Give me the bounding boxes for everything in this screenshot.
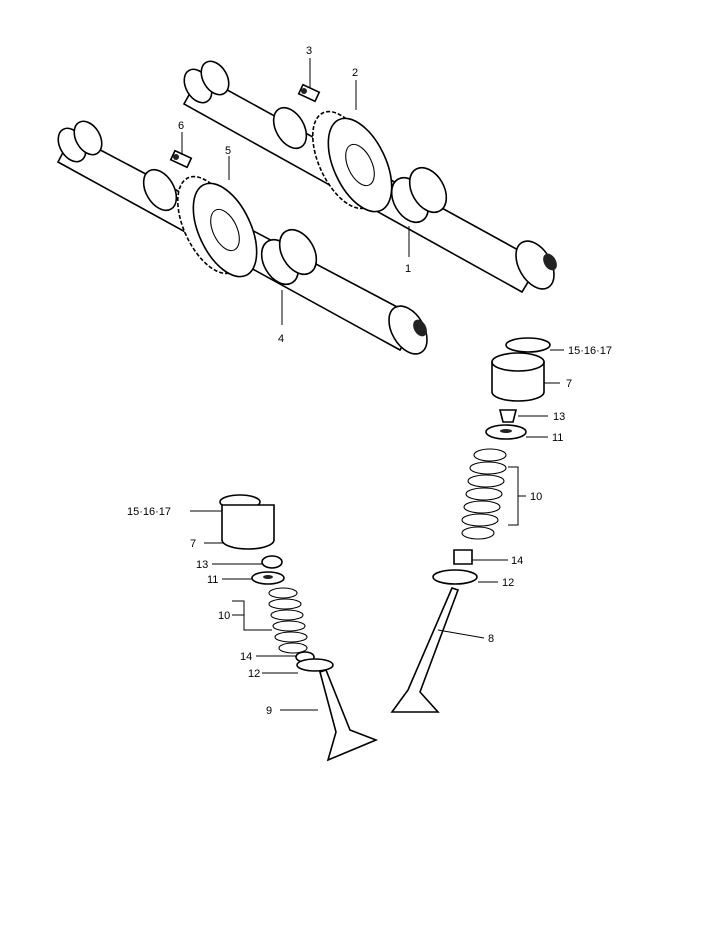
callout-3: 3 <box>306 45 312 57</box>
valve-left <box>319 669 379 762</box>
callout-11-right: 11 <box>552 432 563 444</box>
spring-retainer-left <box>251 571 285 585</box>
callout-12-left: 12 <box>248 668 260 680</box>
callout-14-right: 14 <box>511 555 523 567</box>
callout-9: 9 <box>266 705 272 717</box>
sprocket-bolt-upper <box>297 83 321 103</box>
tappet-right <box>491 352 545 402</box>
leader-lines <box>181 58 564 711</box>
callout-14-left: 14 <box>240 651 252 663</box>
callout-6: 6 <box>178 120 184 132</box>
callout-13-right: 13 <box>553 411 565 423</box>
valve-cotter-left <box>261 555 283 569</box>
callout-1: 1 <box>405 263 411 275</box>
callout-13-left: 13 <box>196 559 208 571</box>
valve-stem-seal-right <box>453 549 473 565</box>
valve-right <box>390 587 460 713</box>
callout-5: 5 <box>225 145 231 157</box>
callout-10-right: 10 <box>530 491 542 503</box>
callout-7-left: 7 <box>190 538 196 550</box>
valve-spring-left <box>268 587 308 654</box>
valve-spring-right <box>461 448 507 540</box>
callout-15-16-17-left: 15·16·17 <box>127 506 171 518</box>
sprocket-bolt-lower <box>169 149 193 169</box>
callout-4: 4 <box>278 333 284 345</box>
callout-12-right: 12 <box>502 577 514 589</box>
callout-10-left: 10 <box>218 610 230 622</box>
cam-sprocket-right <box>311 110 393 213</box>
cam-sprocket-left <box>176 175 258 278</box>
spring-retainer-right <box>485 424 527 440</box>
spring-seat-left <box>296 658 334 672</box>
spring-seat-right <box>432 569 478 585</box>
callout-11-left: 11 <box>207 574 218 586</box>
callout-2: 2 <box>352 67 358 79</box>
valve-cotter-right <box>498 409 518 423</box>
callout-7-right: 7 <box>566 378 572 390</box>
tappet-shim-right <box>505 337 551 353</box>
callout-15-16-17-right: 15·16·17 <box>568 345 612 357</box>
tappet-left <box>221 504 275 550</box>
callout-8: 8 <box>488 633 494 645</box>
callout-labels: 1 2 3 4 5 6 7 7 8 9 10 10 11 11 12 12 13… <box>127 45 612 717</box>
